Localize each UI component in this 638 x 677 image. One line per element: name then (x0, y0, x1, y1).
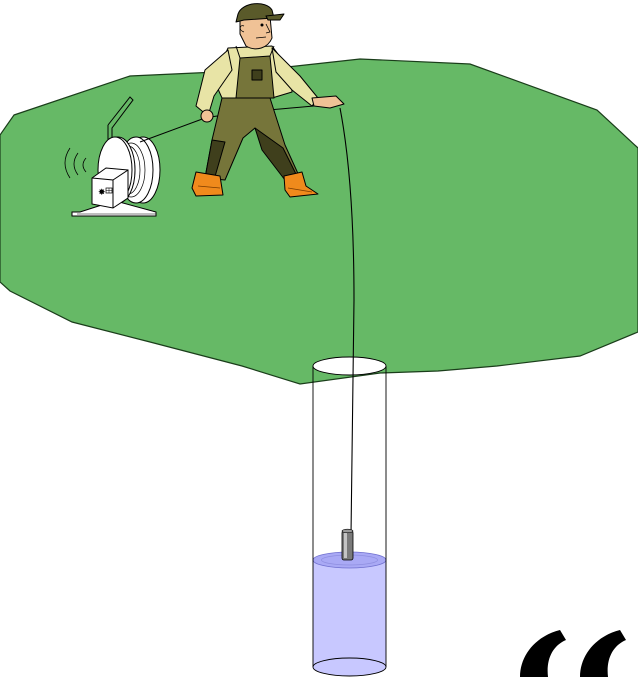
ground-field (0, 58, 638, 385)
well-top-rim (312, 356, 387, 376)
decorative-quote-marks (520, 630, 626, 677)
cable-reel-icon: ✸ (64, 96, 161, 217)
measuring-cable (339, 107, 355, 536)
person-figure (191, 3, 345, 198)
water-column (313, 560, 386, 667)
reel-to-hand-cable (139, 117, 206, 143)
svg-text:✸: ✸ (98, 188, 106, 198)
water-level-probe-icon (341, 528, 354, 561)
well-casing-icon (312, 356, 387, 677)
